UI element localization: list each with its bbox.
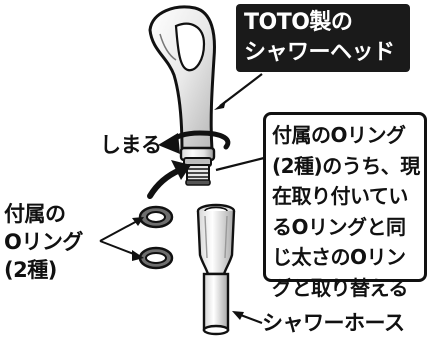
included-label-line1: 付属の: [4, 202, 66, 226]
hose-pointer-line: [232, 311, 263, 325]
instruction-line2: (2種)のうち、現: [272, 153, 420, 178]
included-label-line3: (2種): [4, 258, 57, 282]
instruction-line5: じ太さのOリン: [272, 245, 406, 269]
callout-pointer-line: [215, 156, 265, 172]
product-label-line2: シャワーヘッド: [244, 40, 395, 65]
o-ring-large-icon: [138, 205, 174, 229]
thread-stub-illustration: [185, 164, 211, 186]
instruction-line6: グと取り替える: [272, 275, 408, 300]
instruction-line4: るOリングと同: [272, 214, 406, 239]
included-o-ring-label: 付属の Oリング (2種): [4, 200, 83, 284]
tighten-arrow-icon: [158, 130, 231, 154]
hose-label: シャワーホース: [262, 311, 405, 335]
included-label-line2: Oリング: [4, 230, 83, 254]
shower-head-illustration: [148, 5, 216, 186]
o-ring-pointer-lines: [99, 217, 144, 261]
o-ring-small-icon: [138, 246, 174, 270]
instruction-line1: 付属のOリング: [272, 123, 406, 147]
install-arrow-icon: [147, 160, 191, 199]
tighten-label: しまる: [100, 133, 162, 157]
instruction-line3: 在取り付いてい: [272, 184, 408, 208]
instruction-callout: 付属のOリング (2種)のうち、現 在取り付いてい るOリングと同 じ太さのOリ…: [263, 112, 427, 300]
hose-illustration: [196, 203, 236, 336]
product-label-line1: TOTO製の: [244, 10, 353, 35]
product-label: TOTO製の シャワーヘッド: [236, 4, 410, 72]
head-pointer-line: [214, 73, 263, 110]
